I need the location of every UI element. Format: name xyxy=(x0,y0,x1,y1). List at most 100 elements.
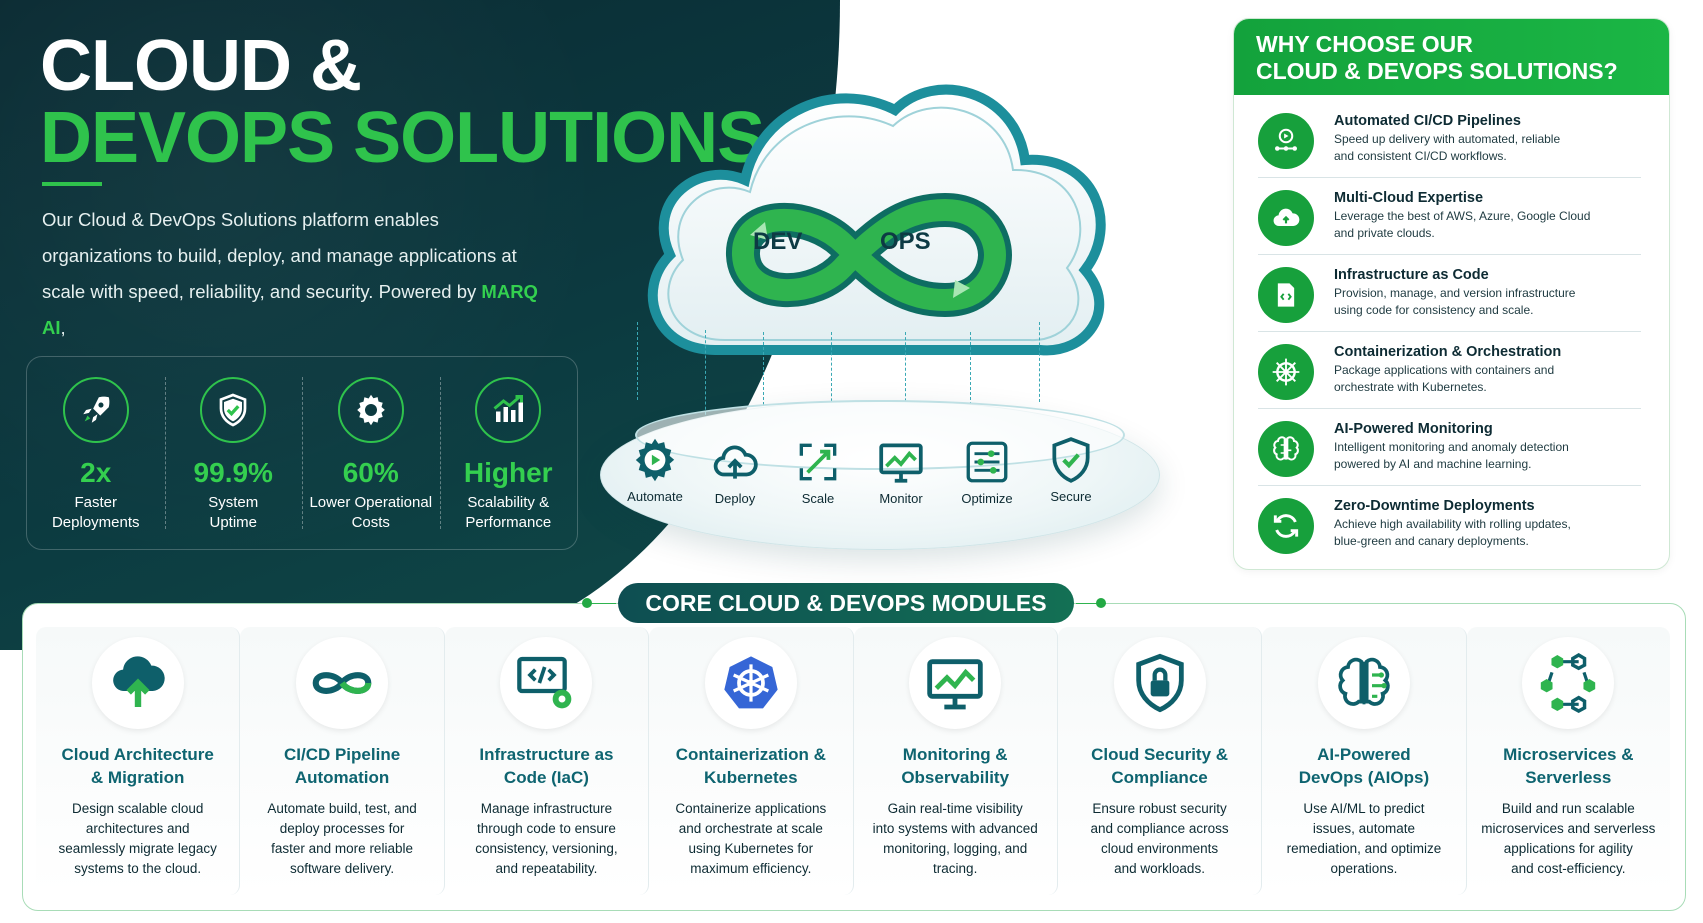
gear-play-icon xyxy=(635,438,675,482)
cloud-upload-icon xyxy=(713,445,758,479)
page-title: CLOUD & DEVOPS SOLUTIONS xyxy=(40,26,765,178)
why-item-desc: Intelligent monitoring and anomaly detec… xyxy=(1334,440,1569,471)
kubernetes-icon xyxy=(704,637,797,729)
modules-title: CORE CLOUD & DEVOPS MODULES xyxy=(618,583,1074,623)
shield-check-icon xyxy=(200,377,267,443)
helm-wheel-icon xyxy=(1258,344,1314,400)
stat-value: Higher xyxy=(463,457,553,488)
title-underline xyxy=(42,182,102,186)
expand-arrows-icon xyxy=(799,443,837,481)
action-label: Automate xyxy=(627,489,683,504)
stat-value: 99.9% xyxy=(193,457,273,488)
module-microservices: Microservices &Serverless Build and run … xyxy=(1466,627,1670,895)
ops-label: OPS xyxy=(880,228,931,255)
module-kubernetes: Containerization &Kubernetes Containeriz… xyxy=(649,627,854,895)
action-label: Scale xyxy=(801,491,835,506)
brain-circuit-icon xyxy=(1317,637,1410,729)
bar-chart-icon xyxy=(475,377,542,443)
why-item-title: Multi-Cloud Expertise xyxy=(1334,190,1484,206)
why-item-title: Zero-Downtime Deployments xyxy=(1334,498,1535,514)
action-secure: Secure xyxy=(1031,435,1111,504)
why-item-desc: Leverage the best of AWS, Azure, Google … xyxy=(1334,209,1591,240)
code-gear-icon xyxy=(500,637,593,729)
action-monitor: Monitor xyxy=(861,437,941,506)
why-item-desc: Provision, manage, and version infrastru… xyxy=(1334,286,1576,317)
page-title-line2: DEVOPS SOLUTIONS xyxy=(40,98,765,178)
module-security: Cloud Security &Compliance Ensure robust… xyxy=(1057,627,1263,895)
why-item-desc: Package applications with containers and… xyxy=(1334,363,1555,394)
shield-lock-icon xyxy=(1113,637,1206,729)
stat-label: Scalability &Performance xyxy=(465,494,552,531)
cloud-migration-icon xyxy=(91,637,184,729)
action-deploy: Deploy xyxy=(695,437,775,506)
code-file-icon xyxy=(1258,267,1314,323)
gear-icon xyxy=(337,377,404,443)
action-label: Monitor xyxy=(879,491,923,506)
action-scale: Scale xyxy=(778,437,858,506)
sliders-icon xyxy=(966,441,1008,483)
brain-icon xyxy=(1258,421,1314,477)
cloud-icon xyxy=(1258,190,1314,246)
module-title: Cloud Security &Compliance xyxy=(1091,745,1229,787)
module-title: Monitoring &Observability xyxy=(901,745,1010,787)
hero-description-end: , xyxy=(60,317,66,338)
brand-name: MARQ AI xyxy=(42,281,538,338)
monitor-chart-icon xyxy=(909,637,1002,729)
why-item-desc: Speed up delivery with automated, reliab… xyxy=(1334,132,1561,163)
action-optimize: Optimize xyxy=(947,437,1027,506)
modules-row: Cloud Architecture& Migration Design sca… xyxy=(36,627,1670,895)
why-item-title: Infrastructure as Code xyxy=(1334,267,1489,283)
devops-cloud-illustration: DEV OPS Automate Deploy Scale Monitor Op… xyxy=(575,50,1165,570)
module-title: Containerization &Kubernetes xyxy=(675,745,826,787)
stat-value: 60% xyxy=(342,457,399,488)
action-automate: Automate xyxy=(615,435,695,504)
why-item-title: Automated CI/CD Pipelines xyxy=(1334,113,1521,129)
why-item-title: Containerization & Orchestration xyxy=(1334,344,1562,360)
hexagon-network-icon xyxy=(1522,637,1615,729)
module-cloud-architecture: Cloud Architecture& Migration Design sca… xyxy=(36,627,241,895)
why-item-desc: Achieve high availability with rolling u… xyxy=(1334,517,1571,548)
module-monitoring: Monitoring &Observability Gain real-time… xyxy=(853,627,1058,895)
shield-check-icon xyxy=(1052,437,1090,483)
stat-scalability: Higher Scalability &Performance xyxy=(439,357,578,549)
dev-label: DEV xyxy=(753,228,803,255)
stat-value: 2x xyxy=(80,457,112,488)
hero-description-text: Our Cloud & DevOps Solutions platform en… xyxy=(42,209,517,302)
monitor-chart-icon xyxy=(879,443,923,483)
action-label: Deploy xyxy=(714,491,756,506)
page-title-line1: CLOUD & xyxy=(40,26,362,106)
hero-description: Our Cloud & DevOps Solutions platform en… xyxy=(42,202,542,346)
action-label: Optimize xyxy=(961,491,1013,506)
module-title: Cloud Architecture& Migration xyxy=(61,745,214,787)
cloud-graphic xyxy=(647,84,1106,356)
